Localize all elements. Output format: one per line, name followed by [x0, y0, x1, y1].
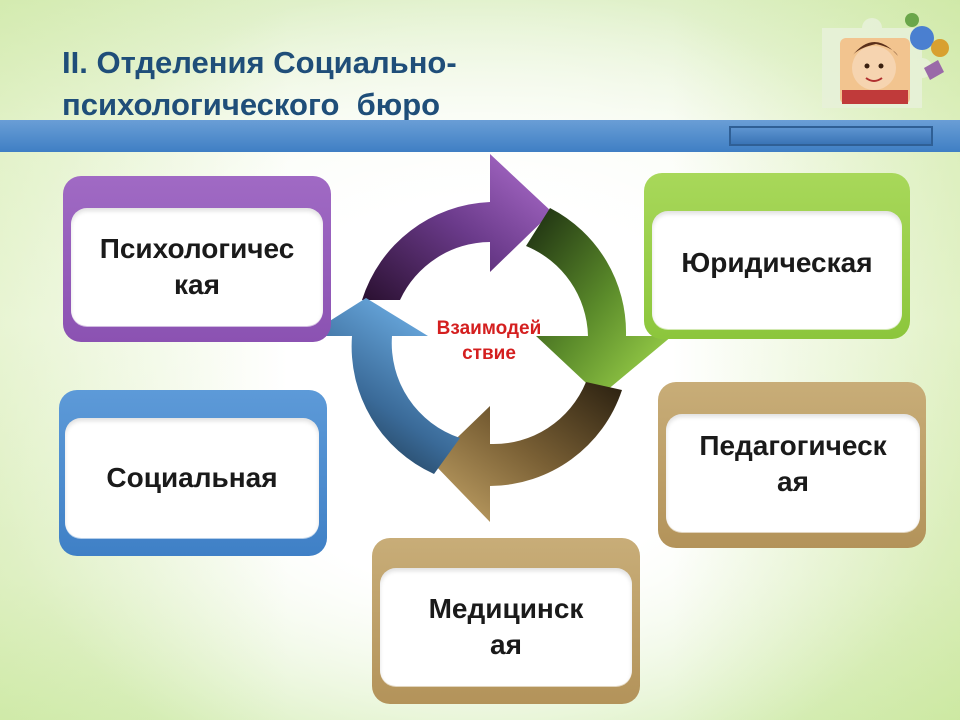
- title-band-box: [729, 126, 933, 146]
- arrow-bottom: [432, 382, 622, 522]
- puzzle-photo-icon: [822, 13, 949, 108]
- dept-medical-line-2: ая: [490, 629, 522, 660]
- dept-pedagogical-box: Педагогическ ая: [666, 414, 920, 532]
- dept-psychological: Психологичес кая: [63, 176, 331, 342]
- dept-pedagogical-line-1: Педагогическ: [699, 430, 887, 461]
- center-label-line-2: ствие: [462, 343, 516, 364]
- dept-social-line-1: Социальная: [106, 462, 278, 493]
- dept-pedagogical: Педагогическ ая: [658, 382, 926, 548]
- dept-psychological-line-2: кая: [174, 269, 220, 300]
- arrow-right: [526, 208, 672, 396]
- dept-medical: Медицинск ая: [372, 538, 640, 704]
- dept-medical-line-1: Медицинск: [428, 593, 584, 624]
- center-label-line-1: Взаимодей: [436, 318, 542, 339]
- dept-social: Социальная: [59, 390, 327, 556]
- dept-legal-line-1: Юридическая: [681, 247, 873, 278]
- slide-title-line-2: психологического бюро: [62, 87, 441, 122]
- arrow-top: [362, 154, 552, 300]
- slide-title-line-1: II. Отделения Социально-: [62, 45, 457, 80]
- interaction-cycle: [306, 154, 672, 522]
- dept-psychological-box: Психологичес кая: [71, 208, 323, 326]
- slide-title: II. Отделения Социально- психологическог…: [62, 42, 622, 126]
- dept-psychological-line-1: Психологичес: [99, 233, 295, 264]
- dept-social-box: Социальная: [65, 418, 319, 538]
- dept-medical-box: Медицинск ая: [380, 568, 632, 686]
- arrow-left: [306, 298, 460, 474]
- dept-pedagogical-line-2: ая: [777, 466, 809, 497]
- dept-legal-box: Юридическая: [652, 211, 902, 329]
- center-label: Взаимодей ствие: [402, 316, 576, 366]
- dept-legal: Юридическая: [644, 173, 910, 339]
